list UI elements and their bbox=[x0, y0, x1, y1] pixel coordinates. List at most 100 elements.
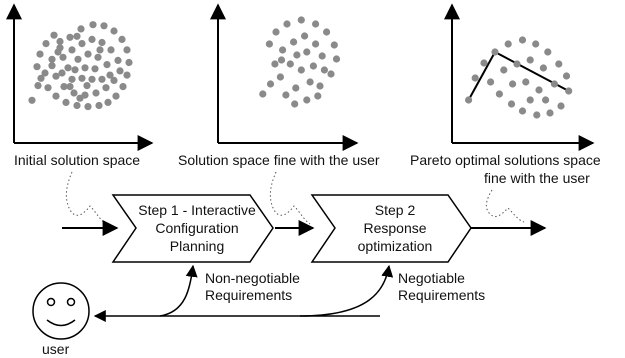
solution-dot bbox=[125, 58, 133, 67]
solution-dot bbox=[73, 32, 81, 40]
solution-dot bbox=[491, 48, 499, 56]
solution-dot bbox=[76, 94, 84, 102]
solution-dot bbox=[542, 96, 550, 104]
solution-dot bbox=[74, 55, 82, 63]
solution-dot bbox=[71, 66, 79, 74]
solution-dot bbox=[116, 67, 124, 75]
solution-dot bbox=[522, 78, 530, 86]
solution-dot bbox=[327, 70, 335, 78]
step-2-title: Step 2 bbox=[375, 202, 416, 218]
solution-dot bbox=[301, 32, 309, 40]
solution-dot bbox=[286, 60, 294, 68]
panel-initial-solution-space: Initial solution space bbox=[6, 3, 154, 168]
solution-dot bbox=[52, 92, 60, 100]
solution-dot bbox=[81, 64, 89, 72]
solution-dot bbox=[539, 64, 548, 72]
solution-dot bbox=[526, 56, 534, 64]
solution-dot bbox=[555, 60, 563, 68]
solution-dot bbox=[50, 31, 58, 39]
solution-dot bbox=[259, 90, 267, 98]
solution-dot bbox=[323, 28, 331, 36]
solution-dot bbox=[107, 46, 115, 54]
dotted-connector-2 bbox=[269, 171, 311, 225]
solution-dot bbox=[276, 73, 284, 81]
negotiable-label: Negotiable bbox=[398, 270, 465, 286]
solution-dot bbox=[92, 89, 100, 97]
solution-dot bbox=[332, 55, 341, 63]
solution-dot bbox=[123, 46, 131, 54]
solution-dot bbox=[98, 75, 106, 83]
solution-dot bbox=[106, 71, 114, 79]
solution-dot bbox=[290, 38, 298, 46]
solution-dot bbox=[471, 74, 479, 82]
panel-pareto-solutions: Pareto optimal solutions space fine with… bbox=[410, 3, 601, 186]
solution-dot bbox=[103, 61, 111, 69]
solution-dot bbox=[312, 40, 320, 48]
solution-dot bbox=[78, 74, 86, 82]
user-label: user bbox=[42, 341, 70, 357]
solution-dot bbox=[535, 86, 543, 94]
solution-dot bbox=[100, 22, 108, 30]
solution-dot bbox=[504, 40, 512, 48]
solution-dot bbox=[44, 84, 52, 92]
solution-dot bbox=[465, 96, 473, 104]
dotted-connectors bbox=[65, 171, 525, 225]
solution-dot bbox=[309, 62, 317, 70]
solution-dot bbox=[77, 25, 85, 33]
solution-dot bbox=[507, 100, 516, 108]
solution-dot bbox=[88, 75, 96, 83]
solution-dot bbox=[114, 56, 122, 64]
solution-dot bbox=[312, 20, 320, 28]
step-1-box: Step 1 - Interactive Configuration Plann… bbox=[111, 194, 274, 263]
solution-dot bbox=[533, 111, 541, 119]
solution-dot bbox=[265, 40, 273, 48]
panel-caption: Pareto optimal solutions space bbox=[410, 152, 601, 168]
solution-dot bbox=[306, 78, 314, 86]
solution-dot bbox=[73, 101, 81, 110]
solution-dot bbox=[546, 109, 554, 117]
solution-dot bbox=[34, 82, 42, 90]
solution-dot bbox=[66, 83, 74, 91]
solution-dot bbox=[550, 80, 559, 88]
solution-dot bbox=[314, 92, 322, 100]
solution-dot bbox=[565, 87, 573, 95]
solution-dot bbox=[320, 66, 328, 74]
step-1-title: Step 1 - Interactive bbox=[138, 202, 256, 218]
solution-dot bbox=[544, 48, 552, 56]
panel-caption: Solution space fine with the user bbox=[178, 152, 380, 168]
solution-dot bbox=[56, 37, 64, 46]
solution-dot bbox=[303, 96, 311, 104]
solution-dot bbox=[119, 83, 127, 91]
solution-dot bbox=[28, 96, 36, 104]
solution-dot bbox=[293, 51, 301, 59]
solution-dot bbox=[64, 64, 72, 72]
solution-dot bbox=[58, 69, 66, 77]
solution-dot bbox=[68, 46, 76, 54]
solution-dot bbox=[96, 46, 104, 54]
solution-dot bbox=[271, 60, 279, 68]
solution-dot bbox=[513, 60, 521, 68]
panel-caption-line2: fine with the user bbox=[484, 170, 590, 186]
step-2-line2: Response bbox=[363, 220, 426, 236]
solution-dot bbox=[102, 84, 110, 92]
solution-dot bbox=[89, 21, 97, 29]
solution-dot bbox=[557, 102, 565, 110]
solution-dot bbox=[95, 101, 103, 110]
solution-dot bbox=[62, 98, 70, 106]
solution-dot bbox=[518, 107, 527, 115]
solution-dot bbox=[110, 27, 118, 35]
solution-dots bbox=[465, 36, 573, 119]
non-negotiable-label-line2: Requirements bbox=[205, 287, 292, 303]
solution-dot bbox=[526, 96, 534, 104]
solution-dot bbox=[292, 84, 300, 92]
non-negotiable-arrow bbox=[159, 264, 198, 317]
solution-dot bbox=[291, 100, 299, 108]
solution-dot bbox=[495, 90, 503, 98]
solution-dot bbox=[91, 65, 99, 73]
solution-dot bbox=[84, 103, 92, 111]
solution-dot bbox=[60, 83, 68, 91]
solution-dot bbox=[297, 16, 305, 24]
negotiable-label-line2: Requirements bbox=[398, 287, 485, 303]
solution-dot bbox=[282, 91, 290, 99]
